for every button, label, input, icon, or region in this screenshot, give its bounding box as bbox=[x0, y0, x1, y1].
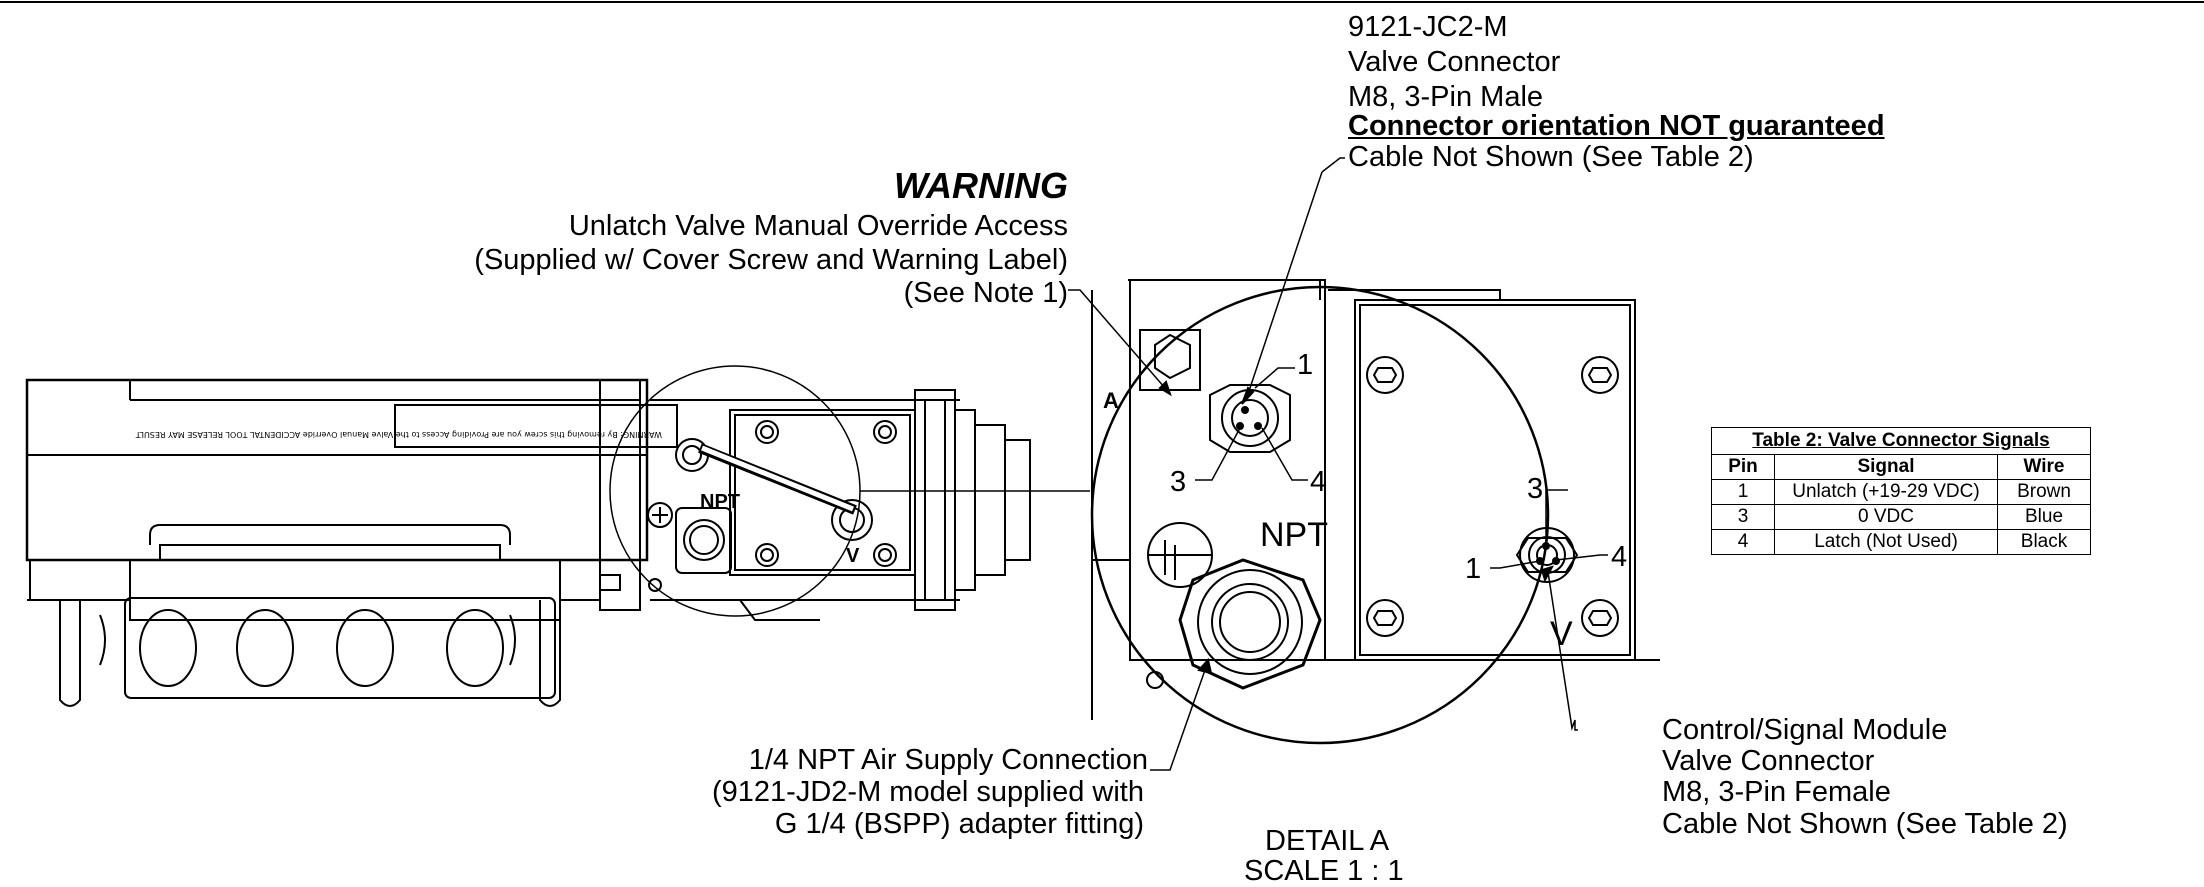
air-supply-line-3: G 1/4 (BSPP) adapter fitting) bbox=[774, 808, 1144, 840]
male-pin-4-label: 4 bbox=[1310, 466, 1327, 498]
male-pin-3-label: 3 bbox=[1170, 466, 1187, 498]
v-small-marking: V bbox=[846, 545, 860, 567]
table-cell-wire: Black bbox=[1997, 529, 2091, 555]
air-supply-line-1: 1/4 NPT Air Supply Connection bbox=[748, 744, 1148, 776]
table-row: 1 Unlatch (+19-29 VDC) Brown bbox=[1711, 479, 2091, 505]
warning-line-1: Unlatch Valve Manual Override Access bbox=[568, 210, 1068, 242]
detail-letter-marking: A bbox=[1103, 388, 1119, 413]
table-cell-wire: Brown bbox=[1997, 479, 2091, 505]
v-large-marking: V bbox=[1550, 615, 1573, 653]
detail-a-view bbox=[1068, 157, 1660, 771]
table-cell-signal: Latch (Not Used) bbox=[1774, 529, 1998, 555]
table-cell-pin: 3 bbox=[1711, 504, 1775, 530]
control-module-line-2: Valve Connector bbox=[1662, 745, 1875, 777]
table-header-pin: Pin bbox=[1711, 454, 1775, 480]
male-pin-1-label: 1 bbox=[1297, 349, 1314, 381]
warning-line-2: (Supplied w/ Cover Screw and Warning Lab… bbox=[474, 244, 1068, 276]
table-row: 3 0 VDC Blue bbox=[1711, 504, 2091, 530]
female-pin-3-label: 3 bbox=[1527, 473, 1544, 505]
table-row: 4 Latch (Not Used) Black bbox=[1711, 529, 2091, 555]
table-cell-pin: 4 bbox=[1711, 529, 1775, 555]
table-title: Table 2: Valve Connector Signals bbox=[1711, 427, 2091, 455]
valve-connector-spec: M8, 3-Pin Male bbox=[1348, 81, 1544, 113]
valve-connector-cable-note: Cable Not Shown (See Table 2) bbox=[1348, 141, 1754, 173]
valve-connector-model: 9121-JC2-M bbox=[1348, 11, 1508, 43]
orientation-warning: Connector orientation NOT guaranteed bbox=[1348, 110, 1885, 142]
warning-line-3: (See Note 1) bbox=[903, 277, 1068, 309]
npt-small-marking: NPT bbox=[700, 491, 740, 513]
detail-scale: SCALE 1 : 1 bbox=[1244, 855, 1404, 887]
warning-label-text: WARNING: By removing this screw you are … bbox=[136, 430, 662, 439]
valve-connector-name: Valve Connector bbox=[1348, 46, 1561, 78]
control-module-line-3: M8, 3-Pin Female bbox=[1662, 776, 1891, 808]
female-pin-4-label: 4 bbox=[1611, 541, 1628, 573]
control-module-line-1: Control/Signal Module bbox=[1662, 714, 1948, 746]
air-supply-line-2: (9121-JD2-M model supplied with bbox=[712, 776, 1144, 808]
detail-title: DETAIL A bbox=[1265, 825, 1390, 857]
valve-connector-signals-table: Table 2: Valve Connector Signals Pin Sig… bbox=[1711, 427, 2091, 555]
control-module-line-4: Cable Not Shown (See Table 2) bbox=[1662, 808, 2068, 840]
table-cell-pin: 1 bbox=[1711, 479, 1775, 505]
table-header-signal: Signal bbox=[1774, 454, 1998, 480]
table-cell-signal: 0 VDC bbox=[1774, 504, 1998, 530]
table-cell-signal: Unlatch (+19-29 VDC) bbox=[1774, 479, 1998, 505]
table-header-wire: Wire bbox=[1997, 454, 2091, 480]
table-cell-wire: Blue bbox=[1997, 504, 2091, 530]
npt-large-marking: NPT bbox=[1260, 516, 1328, 554]
female-pin-1-label: 1 bbox=[1465, 553, 1482, 585]
warning-title: WARNING bbox=[894, 165, 1068, 206]
main-assembly-view bbox=[25, 365, 1090, 707]
